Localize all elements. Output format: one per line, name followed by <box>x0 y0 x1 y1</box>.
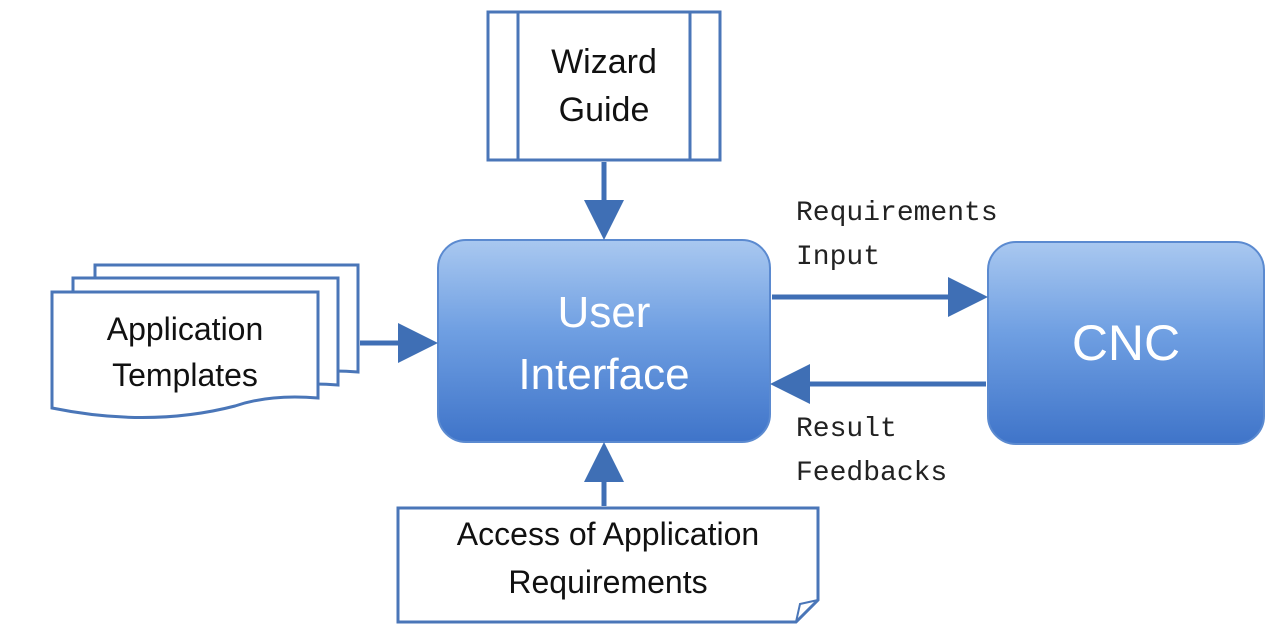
result-feedbacks-line2: Feedbacks <box>796 458 948 489</box>
application-templates-stack <box>50 263 360 419</box>
requirements-input-label: Requirements Input <box>796 192 1056 280</box>
wizard-guide-line2: Guide <box>558 91 650 129</box>
application-templates-line1: Application <box>106 311 264 347</box>
wizard-guide-label: Wizard Guide <box>518 38 690 134</box>
result-feedbacks-line1: Result <box>796 414 897 445</box>
application-templates-line2: Templates <box>112 357 258 393</box>
cnc-label: CNC <box>1071 315 1181 371</box>
requirements-input-line2: Input <box>796 242 881 273</box>
access-requirements-line1: Access of Application <box>456 516 760 552</box>
user-interface-label: User Interface <box>438 282 770 406</box>
user-interface-line2: Interface <box>518 350 690 399</box>
access-requirements-note <box>396 506 820 624</box>
user-interface-line1: User <box>557 288 651 337</box>
access-requirements-label: Access of Application Requirements <box>398 510 818 606</box>
wizard-guide-line1: Wizard <box>551 43 657 81</box>
requirements-input-line1: Requirements <box>796 198 998 229</box>
result-feedbacks-label: Result Feedbacks <box>796 408 1016 496</box>
wizard-guide-box <box>486 10 722 162</box>
application-templates-label: Application Templates <box>52 306 318 398</box>
access-requirements-line2: Requirements <box>508 564 708 600</box>
cnc-box <box>987 241 1265 445</box>
